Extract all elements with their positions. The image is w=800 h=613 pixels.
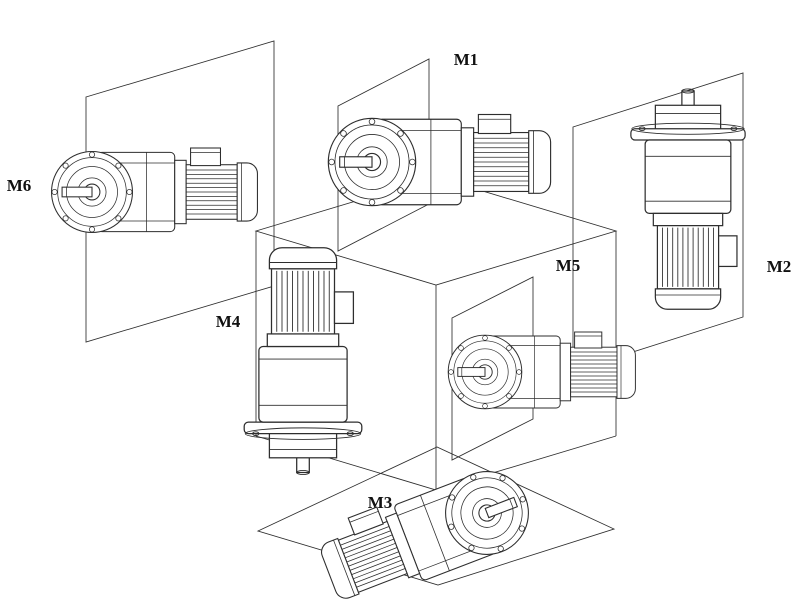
position-label-m1: M1: [453, 50, 479, 69]
gearmotor-m6-graphic: [50, 147, 258, 234]
position-label-m6: M6: [6, 176, 32, 195]
position-label-m2: M2: [766, 257, 792, 276]
position-label-m3: M3: [367, 493, 393, 512]
gearmotor-m3-graphic: [312, 455, 542, 613]
position-label-m5: M5: [555, 256, 581, 275]
gearmotor-m4-graphic: [243, 247, 363, 476]
gearmotor-m1-graphic: [327, 113, 552, 207]
mounting-plane-m5: [451, 276, 534, 461]
position-label-m4: M4: [215, 312, 241, 331]
mounting-cube: [254, 176, 618, 491]
gearmotor-m2-graphic: [630, 88, 746, 310]
gearmotor-m5-graphic: [447, 331, 636, 410]
